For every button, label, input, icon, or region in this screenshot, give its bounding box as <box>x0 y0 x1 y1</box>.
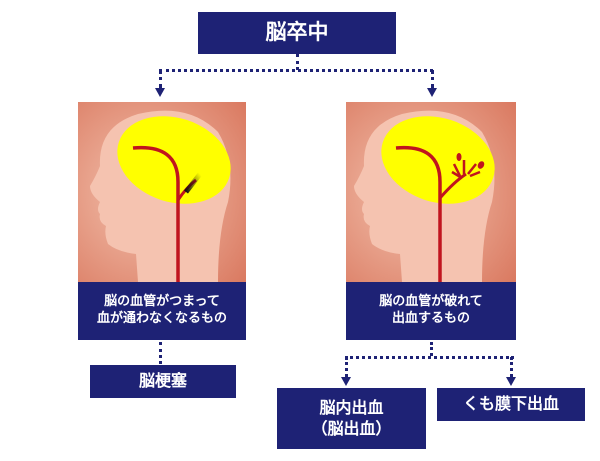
arrow-down-icon <box>506 377 516 386</box>
result-label: くも膜下出血 <box>462 394 559 414</box>
result-intracerebral-hemorrhage: 脳内出血 （脳出血） <box>277 388 426 449</box>
arrow-down-icon <box>427 88 437 97</box>
illustration-ruptured-vessel <box>346 102 516 282</box>
arrow-down-icon <box>341 377 351 386</box>
connector <box>159 70 162 88</box>
result-label: 脳梗塞 <box>138 371 187 391</box>
connector <box>345 356 514 359</box>
arrow-down-icon <box>155 88 165 97</box>
title: 脳卒中 <box>265 20 329 45</box>
caption-line: 脳の血管が破れて <box>379 294 483 310</box>
connector <box>345 357 348 377</box>
connector <box>159 69 433 72</box>
title-box: 脳卒中 <box>198 12 396 54</box>
caption-line: 脳の血管がつまって <box>104 294 220 310</box>
illustration-blocked-vessel <box>78 102 246 282</box>
result-sublabel: （脳出血） <box>311 418 392 438</box>
connector <box>510 357 513 377</box>
connector <box>159 342 162 364</box>
connector <box>296 54 299 70</box>
result-subarachnoid-hemorrhage: くも膜下出血 <box>437 388 585 421</box>
connector <box>431 70 434 88</box>
result-label: 脳内出血 <box>319 397 384 417</box>
caption-line: 血が通わなくなるもの <box>96 311 227 326</box>
caption-ruptured: 脳の血管が破れて 出血するもの <box>346 282 516 340</box>
caption-blocked: 脳の血管がつまって 血が通わなくなるもの <box>78 282 246 340</box>
caption-line: 出血するもの <box>391 311 470 326</box>
result-cerebral-infarction: 脳梗塞 <box>90 365 236 398</box>
connector <box>430 342 433 356</box>
